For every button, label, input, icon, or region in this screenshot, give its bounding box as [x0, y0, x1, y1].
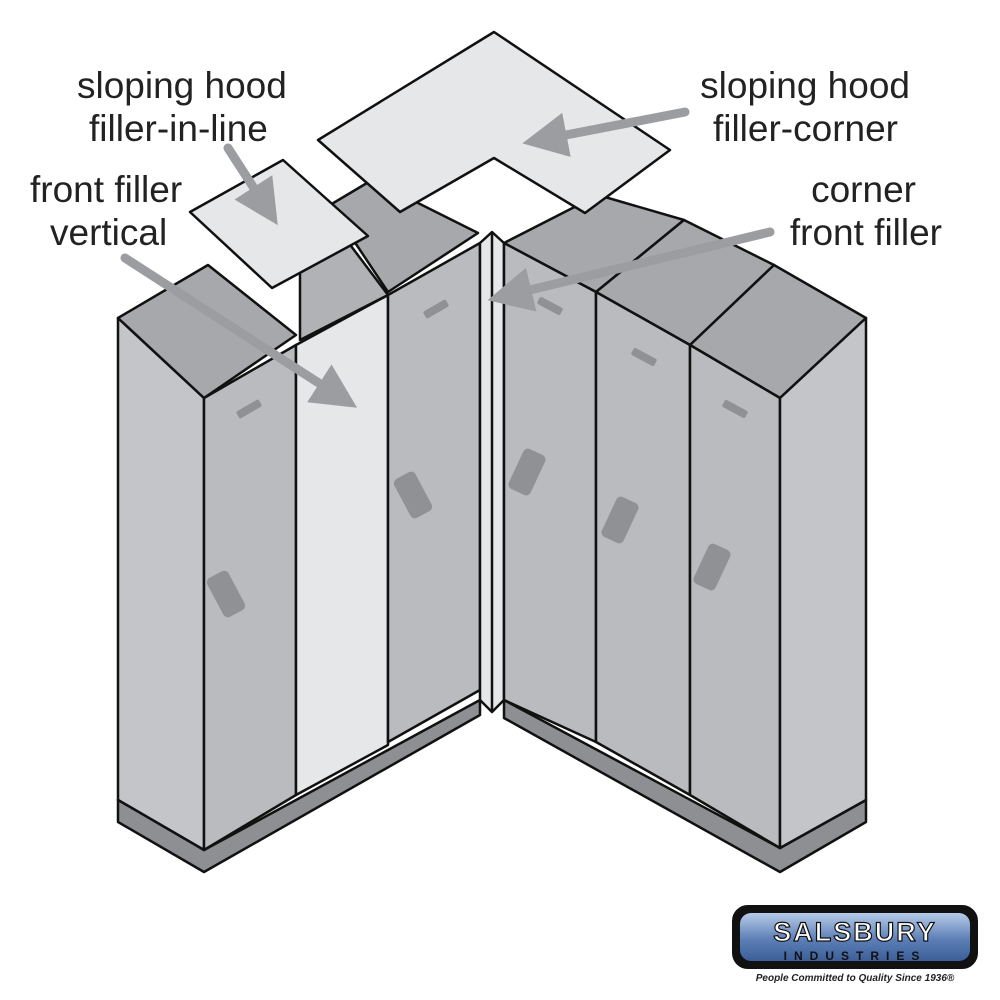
locker-top: [328, 178, 480, 294]
locker-vent: [236, 399, 262, 419]
locker-handle: [206, 570, 246, 618]
salsbury-logo: SALSBURY INDUSTRIES: [732, 905, 978, 969]
label-sloping-hood-filler-in-line: sloping hood filler-in-line: [77, 64, 287, 150]
label-line: filler-corner: [712, 108, 898, 149]
end-locker-side: [116, 316, 206, 852]
locker-handle: [601, 496, 639, 544]
logo-badge: SALSBURY INDUSTRIES: [740, 913, 970, 963]
locker-top: [116, 263, 298, 400]
arrow-hood-corner: [522, 107, 690, 157]
arrow-front-vertical: [120, 253, 358, 408]
label-front-filler-vertical: front filler vertical: [30, 168, 182, 254]
logo-name: SALSBURY: [773, 916, 937, 947]
locker-front: [594, 290, 692, 797]
locker-front: [502, 241, 598, 744]
logo-subtitle: INDUSTRIES: [783, 949, 927, 963]
sloping-hood-filler-corner: [316, 30, 672, 215]
locker-handle: [693, 543, 731, 591]
logo-tagline: People Committed to Quality Since 1936®: [755, 973, 955, 984]
label-line: front filler: [30, 169, 183, 210]
locker-front: [688, 343, 782, 850]
label-corner-front-filler: corner front filler: [790, 168, 942, 254]
label-line: sloping hood: [77, 65, 287, 106]
locker-vent: [631, 348, 657, 366]
front-filler-vertical: [294, 293, 390, 797]
label-line: front filler: [789, 212, 942, 253]
label-sloping-hood-filler-corner: sloping hood filler-corner: [700, 64, 910, 150]
arrow-hood-inline: [223, 143, 278, 226]
locker-handle: [508, 448, 546, 496]
locker-vent: [722, 400, 748, 418]
locker-handle: [393, 471, 433, 519]
label-line: corner: [811, 169, 916, 210]
locker-vent: [423, 299, 449, 319]
label-line: filler-in-line: [89, 108, 268, 149]
arrow-corner-front: [487, 227, 775, 312]
locker-vent: [537, 297, 563, 315]
label-line: vertical: [50, 212, 168, 253]
label-line: sloping hood: [700, 65, 910, 106]
end-locker-side: [778, 316, 868, 850]
